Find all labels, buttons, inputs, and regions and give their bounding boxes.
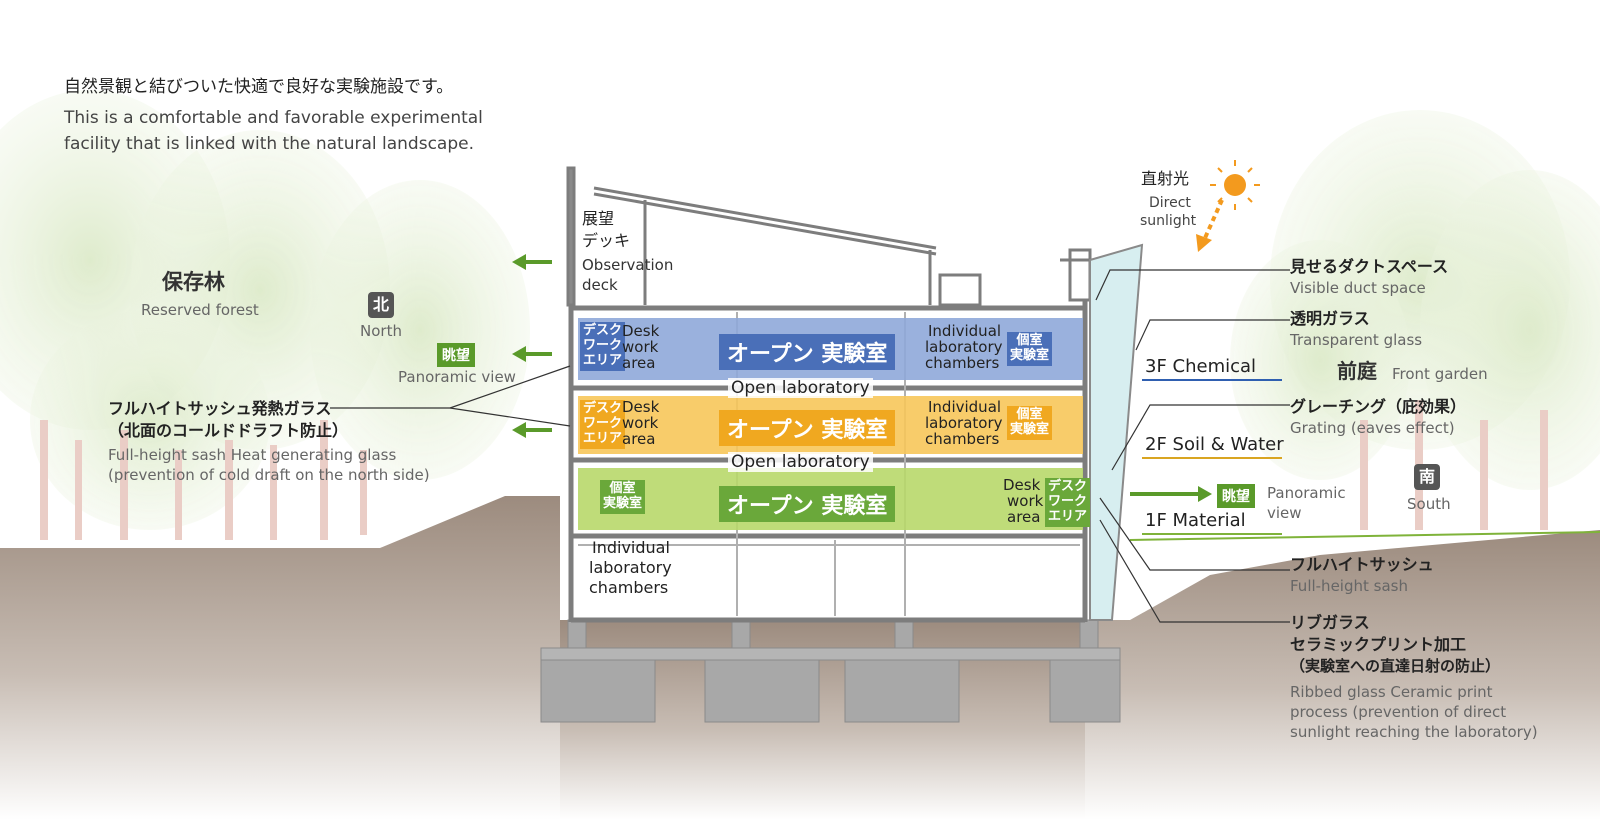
2f-ind-en-1: Individual xyxy=(928,398,1002,416)
forest-label-en: Reserved forest xyxy=(141,301,259,319)
duct-en: Visible duct space xyxy=(1290,279,1426,297)
heat-glass-en-2: (prevention of cold draft on the north s… xyxy=(108,466,430,484)
north-icon: 北 xyxy=(368,292,394,318)
tree-right-group xyxy=(1230,110,1600,530)
ribbed-jp-2: セラミックプリント加工 xyxy=(1290,635,1467,654)
1f-desk-en-2: work xyxy=(1007,492,1044,510)
forest-label-jp: 保存林 xyxy=(162,270,225,294)
3f-ind-badge: 個室 実験室 xyxy=(1007,332,1053,366)
2f-ind-en-3: chambers xyxy=(925,430,1000,448)
1f-desk-en-3: area xyxy=(1007,508,1041,526)
panoramic-tag-south: 眺望 xyxy=(1217,484,1255,508)
callout-lines xyxy=(330,269,1290,623)
3f-ind-en-2: laboratory xyxy=(925,338,1003,356)
panoramic-label-south-2: view xyxy=(1267,504,1302,522)
obs-deck-jp-2: デッキ xyxy=(582,231,631,250)
ribbed-en-1: Ribbed glass Ceramic print xyxy=(1290,683,1493,701)
sunlight-jp: 直射光 xyxy=(1141,169,1190,188)
obs-deck-en-1: Observation xyxy=(582,256,674,274)
3f-desk-en-2: work xyxy=(622,338,659,356)
panoramic-label-south-1: Panoramic xyxy=(1267,484,1346,502)
3f-ind-en-1: Individual xyxy=(928,322,1002,340)
obs-deck-jp-1: 展望 xyxy=(582,209,615,228)
heading-en: This is a comfortable and favorable expe… xyxy=(64,108,483,154)
grating-en: Grating (eaves effect) xyxy=(1290,419,1455,437)
front-garden-en: Front garden xyxy=(1392,365,1488,383)
ribbed-en-3: sunlight reaching the laboratory) xyxy=(1290,723,1538,741)
1f-ind-en-1: Individual xyxy=(592,538,670,557)
glass-en: Transparent glass xyxy=(1290,331,1423,349)
3f-desk-en-1: Desk xyxy=(622,322,660,340)
3f-ind-en-3: chambers xyxy=(925,354,1000,372)
3f-open-lab-sub: Open laboratory xyxy=(728,378,873,398)
1f-ind-en-2: laboratory xyxy=(589,558,672,577)
3f-desk-badge: デスク ワーク エリア xyxy=(580,322,626,371)
south-icon: 南 xyxy=(1414,464,1440,490)
2f-ind-en-2: laboratory xyxy=(925,414,1003,432)
2f-desk-en-2: work xyxy=(622,414,659,432)
ground-right xyxy=(1085,530,1600,820)
front-garden-jp: 前庭 xyxy=(1337,359,1377,383)
2f-open-lab-title: オープン 実験室 xyxy=(719,410,896,446)
sash-en: Full-height sash xyxy=(1290,577,1408,595)
panoramic-tag-north: 眺望 xyxy=(437,343,475,367)
roof xyxy=(566,166,1092,307)
south-label: South xyxy=(1407,495,1451,513)
glass-jp: 透明ガラス xyxy=(1290,309,1370,328)
floor-tag-3f: 3F Chemical xyxy=(1145,356,1257,377)
obs-deck-en-2: deck xyxy=(582,276,618,294)
2f-desk-en-3: area xyxy=(622,430,656,448)
sunlight-en-2: sunlight xyxy=(1140,213,1197,229)
panoramic-label-north: Panoramic view xyxy=(398,368,516,386)
1f-open-lab-title: オープン 実験室 xyxy=(719,486,896,522)
1f-ind-en-3: chambers xyxy=(589,578,669,597)
sash-jp: フルハイトサッシュ xyxy=(1290,555,1434,574)
tree-left-group xyxy=(0,90,530,540)
heat-glass-en-1: Full-height sash Heat generating glass xyxy=(108,446,397,464)
1f-desk-badge: デスク ワーク エリア xyxy=(1045,478,1091,527)
3f-desk-en-3: area xyxy=(622,354,656,372)
sun-icon xyxy=(1196,160,1260,252)
foundations xyxy=(540,619,1121,723)
1f-ind-badge: 個室 実験室 xyxy=(600,480,646,514)
duct-jp: 見せるダクトスペース xyxy=(1290,257,1449,276)
heading-jp: 自然景観と結びついた快適で良好な実験施設です。 xyxy=(64,77,454,97)
3f-open-lab-title: オープン 実験室 xyxy=(719,334,896,370)
ribbed-jp-1: リブガラス xyxy=(1290,613,1370,632)
2f-desk-badge: デスク ワーク エリア xyxy=(580,400,626,449)
sunlight-en-1: Direct xyxy=(1149,195,1191,211)
ground xyxy=(0,496,560,820)
ribbed-en-2: process (prevention of direct xyxy=(1290,703,1507,721)
heat-glass-jp-1: フルハイトサッシュ発熱ガラス xyxy=(108,399,332,418)
floor-tag-1f: 1F Material xyxy=(1145,510,1246,531)
2f-open-lab-sub: Open laboratory xyxy=(728,452,873,472)
view-arrows xyxy=(512,254,1212,502)
2f-ind-badge: 個室 実験室 xyxy=(1007,406,1053,440)
ribbed-jp-3: （実験室への直達日射の防止） xyxy=(1290,657,1501,675)
1f-desk-en-1: Desk xyxy=(1003,476,1041,494)
north-label: North xyxy=(360,322,402,340)
2f-desk-en-1: Desk xyxy=(622,398,660,416)
floor-tag-2f: 2F Soil & Water xyxy=(1145,434,1284,455)
heat-glass-jp-2: （北面のコールドドラフト防止） xyxy=(108,421,349,440)
grating-jp: グレーチング（庇効果） xyxy=(1290,397,1467,416)
